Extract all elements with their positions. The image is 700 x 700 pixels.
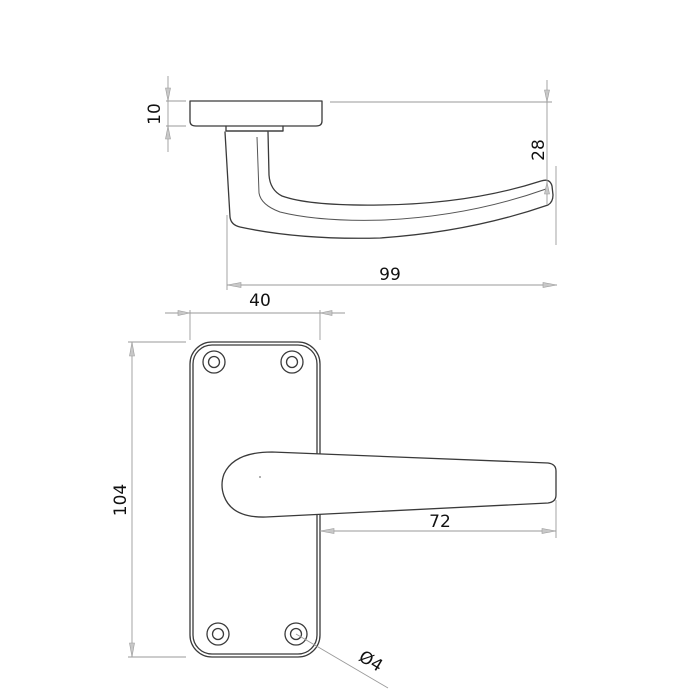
screw-hole-top-right [280, 350, 304, 374]
screw-hole-top-left [202, 350, 226, 374]
screw-hole-bottom-left [206, 622, 230, 646]
lever-front-outline [221, 451, 557, 518]
lever-side-crease [256, 136, 547, 221]
dim-screw-hole-label: Ø4 [355, 647, 386, 677]
side-view [189, 100, 554, 239]
dim-plate-height: 104 [111, 341, 186, 658]
front-view [189, 341, 557, 658]
dim-plate-height-label: 104 [111, 484, 131, 516]
neck-collar [225, 125, 284, 132]
rose-outline [189, 100, 323, 127]
dim-lever-length: 72 [319, 500, 557, 538]
dim-screw-hole: Ø4 [295, 633, 389, 689]
dim-lever-length-label: 72 [429, 512, 451, 532]
screw-hole-bottom-right [284, 622, 308, 646]
dim-rose-thickness-label: 10 [145, 103, 165, 125]
dim-lever-projection-label: 99 [379, 265, 401, 285]
lever-side-outline [224, 131, 554, 239]
lever-spindle-mark [259, 476, 261, 478]
dim-lever-drop: 28 [330, 80, 557, 245]
dim-lever-drop-label: 28 [529, 139, 549, 161]
dim-lever-projection: 99 [226, 215, 558, 290]
dim-plate-width: 40 [165, 291, 345, 340]
dim-rose-thickness: 10 [145, 76, 186, 152]
dim-plate-width-label: 40 [249, 291, 271, 311]
